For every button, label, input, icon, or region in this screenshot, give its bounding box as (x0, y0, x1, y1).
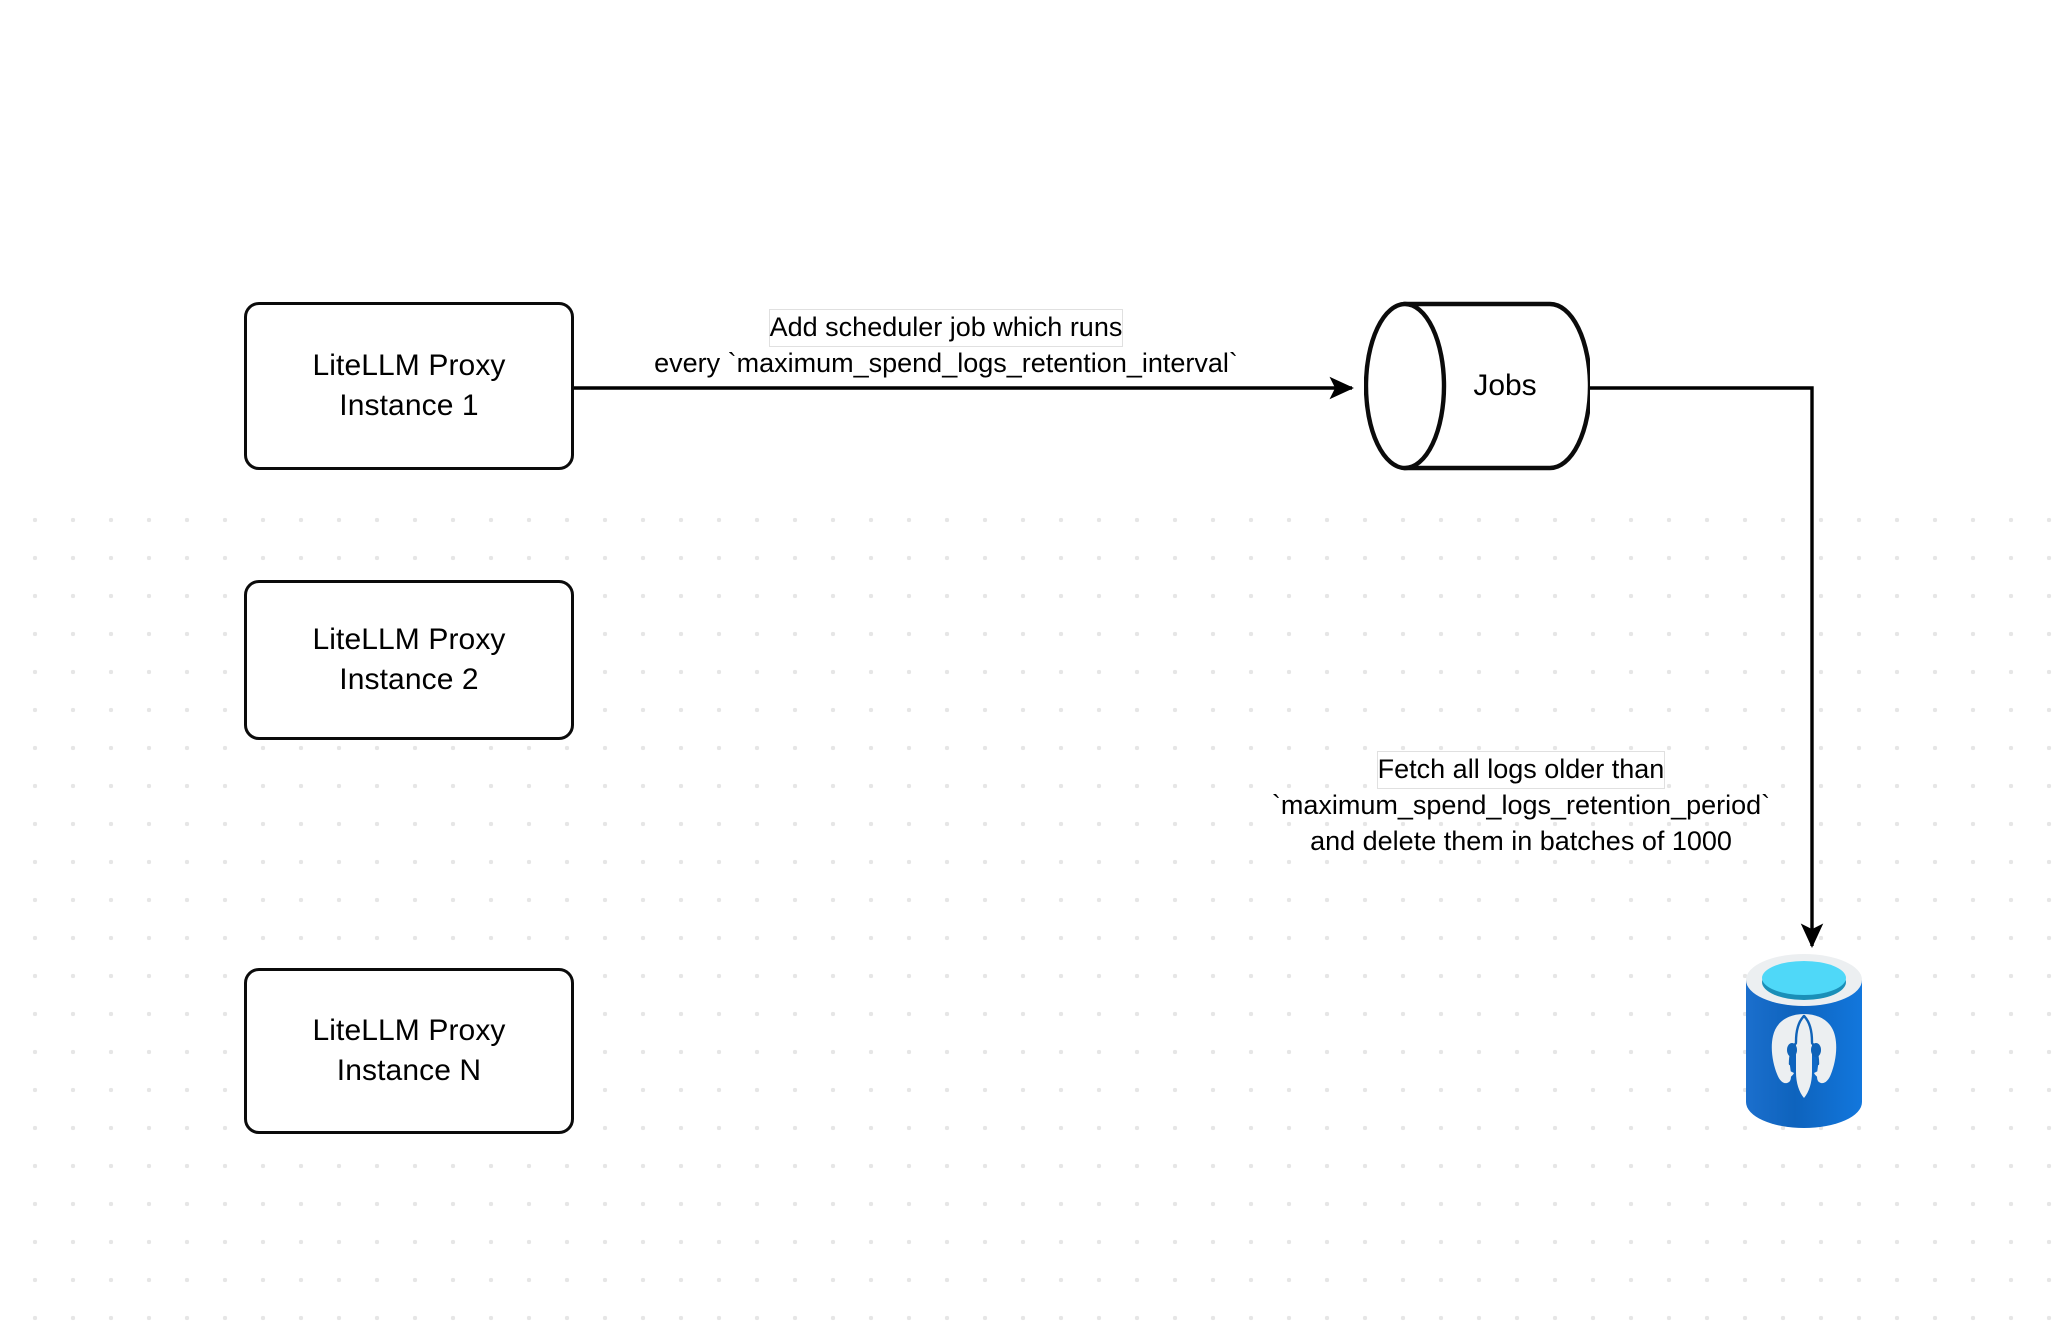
edge-label-line1: Add scheduler job which runs (769, 310, 1123, 346)
edge-label-line1: Fetch all logs older than (1377, 752, 1665, 788)
node-postgres-database[interactable] (1744, 952, 1864, 1134)
cylinder-shape (1364, 301, 1590, 471)
node-label-line1: LiteLLM Proxy (312, 623, 506, 657)
node-litellm-proxy-instance-2[interactable]: LiteLLM Proxy Instance 2 (244, 580, 574, 740)
node-label-line1: LiteLLM Proxy (312, 349, 506, 383)
node-jobs-label: Jobs (1473, 369, 1537, 402)
node-label-line2: Instance 2 (339, 663, 479, 696)
node-litellm-proxy-instance-n[interactable]: LiteLLM Proxy Instance N (244, 968, 574, 1134)
node-jobs-queue[interactable]: Jobs (1364, 301, 1590, 471)
edge-label-fetch-and-delete-logs: Fetch all logs older than `maximum_spend… (1226, 752, 1816, 860)
edge-label-line2: every `maximum_spend_logs_retention_inte… (654, 347, 1238, 378)
node-label-line2: Instance N (336, 1054, 482, 1087)
node-label-line1: LiteLLM Proxy (312, 1014, 506, 1048)
edge-label-add-scheduler-job: Add scheduler job which runs every `maxi… (596, 310, 1296, 382)
postgresql-elephant-icon (1746, 954, 1862, 1128)
edge-label-line3: and delete them in batches of 1000 (1310, 825, 1732, 856)
edge-jobs-to-postgres (1588, 386, 1824, 948)
edge-label-line2: `maximum_spend_logs_retention_period` (1271, 789, 1771, 820)
node-label-line2: Instance 1 (339, 389, 479, 422)
node-litellm-proxy-instance-1[interactable]: LiteLLM Proxy Instance 1 (244, 302, 574, 470)
